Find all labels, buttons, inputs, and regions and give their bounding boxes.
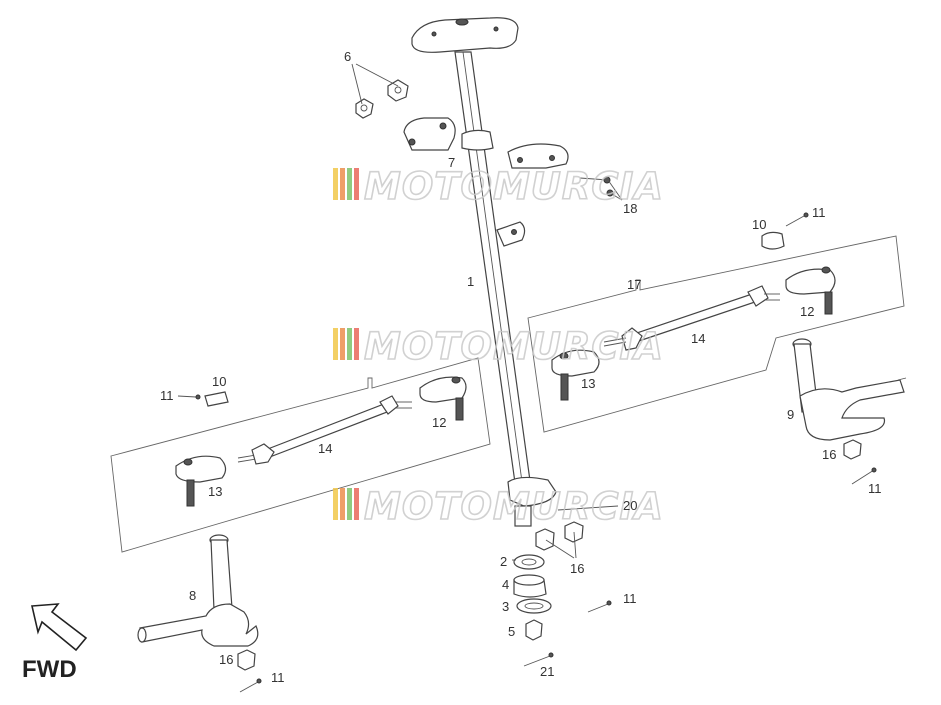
bottom-stack <box>513 521 584 641</box>
nut-6 <box>355 79 409 119</box>
callout-9: 9 <box>787 407 794 422</box>
leader-lines <box>351 63 623 561</box>
watermark-stripe-4 <box>354 328 359 360</box>
callout-18: 18 <box>623 201 637 216</box>
callout-16: 16 <box>570 561 584 576</box>
watermark-stripe-1 <box>333 328 338 360</box>
watermark-text: MOTOMURCIA <box>364 325 664 368</box>
right-tie-rod-assembly <box>551 212 836 401</box>
callout-7: 7 <box>448 155 455 170</box>
callout-4: 4 <box>502 577 509 592</box>
watermark-row-top: MOTOMURCIA <box>333 164 664 209</box>
callout-labels: 6 7 18 1 10 11 17 12 14 13 9 16 11 10 11… <box>160 49 882 685</box>
callout-14: 14 <box>691 331 705 346</box>
watermark-stripe-1 <box>333 488 338 520</box>
forward-arrow-icon <box>31 603 88 652</box>
watermark-stripe-4 <box>354 168 359 200</box>
callout-20: 20 <box>623 498 637 513</box>
callout-5: 5 <box>508 624 515 639</box>
watermark-text: MOTOMURCIA <box>364 165 664 208</box>
watermark-row-middle: MOTOMURCIA <box>333 324 664 369</box>
callout-14: 14 <box>318 441 332 456</box>
watermark-stripe-3 <box>347 488 352 520</box>
callout-13: 13 <box>208 484 222 499</box>
watermark-stripe-1 <box>333 168 338 200</box>
cotter-pins <box>523 600 612 667</box>
steering-column <box>411 17 557 527</box>
upper-clamp <box>403 117 494 151</box>
left-steering-knuckle <box>137 534 262 693</box>
watermark-stripe-2 <box>340 168 345 200</box>
left-tie-rod-group-frame <box>110 357 491 553</box>
forward-label: FWD <box>22 656 77 683</box>
callout-17: 17 <box>627 277 641 292</box>
callout-21: 21 <box>540 664 554 679</box>
watermark-stripe-4 <box>354 488 359 520</box>
callout-16: 16 <box>219 652 233 667</box>
callout-16: 16 <box>822 447 836 462</box>
callout-2: 2 <box>500 554 507 569</box>
watermark-stripe-3 <box>347 168 352 200</box>
callout-11: 11 <box>623 591 637 606</box>
watermark-text: MOTOMURCIA <box>364 485 664 528</box>
left-tie-rod-assembly <box>175 376 467 507</box>
watermark-row-bottom: MOTOMURCIA <box>333 484 664 529</box>
side-clamp <box>507 143 614 197</box>
watermark-stripe-2 <box>340 488 345 520</box>
callout-1: 1 <box>467 274 474 289</box>
callout-11: 11 <box>160 388 174 403</box>
callout-3: 3 <box>502 599 509 614</box>
watermark-stripe-3 <box>347 328 352 360</box>
right-steering-knuckle <box>792 338 907 485</box>
callout-10: 10 <box>212 374 226 389</box>
callout-11: 11 <box>812 205 826 220</box>
right-tie-rod-group-frame <box>527 235 905 433</box>
callout-12: 12 <box>432 415 446 430</box>
callout-12: 12 <box>800 304 814 319</box>
callout-11: 11 <box>271 670 285 685</box>
callout-8: 8 <box>189 588 196 603</box>
callout-13: 13 <box>581 376 595 391</box>
callout-11: 11 <box>868 481 882 496</box>
callout-6: 6 <box>344 49 351 64</box>
callout-10: 10 <box>752 217 766 232</box>
watermark-stripe-2 <box>340 328 345 360</box>
watermark: MOTOMURCIA MOTOMURCIA MOTOMURCIA <box>333 164 664 529</box>
